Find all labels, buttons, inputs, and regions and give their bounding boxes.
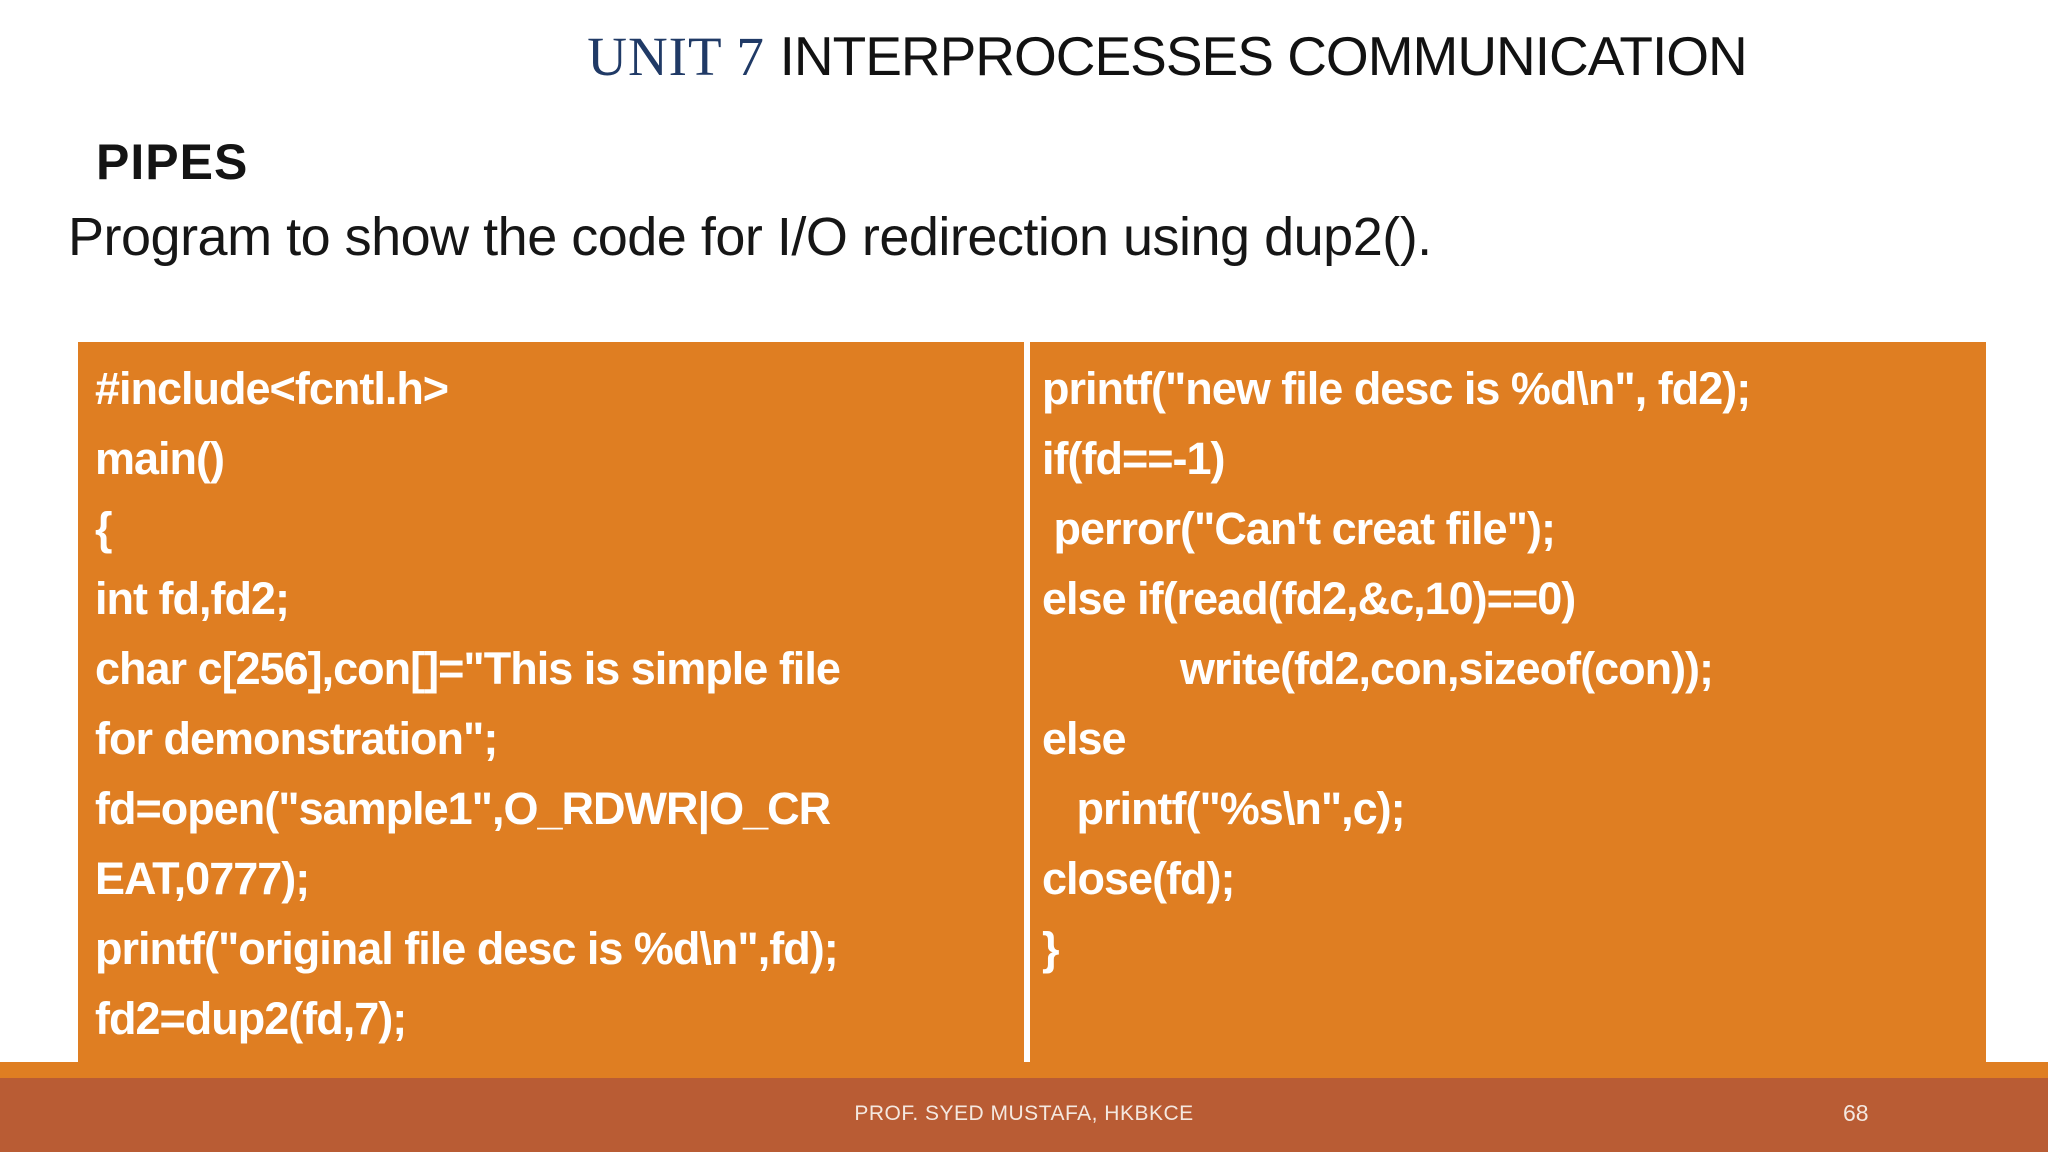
code-line: perror("Can't creat file"); [1042,503,1556,554]
code-line: fd=open("sample1",O_RDWR|O_CR [95,783,831,834]
code-line: printf("original file desc is %d\n",fd); [95,923,839,974]
code-line: printf("%s\n",c); [1042,783,1406,834]
code-line: int fd,fd2; [95,573,290,624]
section-heading: PIPES [96,134,249,190]
slide-title-rest: INTERPROCESSES COMMUNICATION [779,25,1748,87]
page-number: 68 [1843,1100,1869,1126]
footer-credit: PROF. SYED MUSTAFA, HKBKCE [854,1102,1194,1125]
slide-subtitle: Program to show the code for I/O redirec… [68,207,1432,267]
code-line: } [1042,923,1060,974]
code-line: { [95,503,113,554]
code-line: #include<fcntl.h> [95,363,449,414]
code-line: char c[256],con[]="This is simple file [95,643,841,694]
footer-accent-stripe [0,1062,2048,1078]
code-line: printf("new file desc is %d\n", fd2); [1042,363,1751,414]
code-line: else [1042,713,1127,764]
code-line: close(fd); [1042,853,1236,904]
footer-bar [0,1078,2048,1152]
code-line: EAT,0777); [95,853,310,904]
column-divider [1024,342,1030,1071]
code-line: fd2=dup2(fd,7); [95,993,407,1044]
code-line: if(fd==-1) [1042,433,1226,484]
code-column-right: printf("new file desc is %d\n", fd2); if(… [1030,342,1986,1071]
code-column-left: #include<fcntl.h> main() { int fd,fd2; char … [78,342,1024,1071]
code-line: for demonstration"; [95,713,498,764]
code-line: write(fd2,con,sizeof(con)); [1042,643,1714,694]
code-line: main() [95,433,225,484]
code-table: #include<fcntl.h> main() { int fd,fd2; char … [78,342,1986,1078]
slide-title-unit: UNIT 7 [587,26,780,87]
code-line: else if(read(fd2,&c,10)==0) [1042,573,1576,624]
slide-title: UNIT 7 INTERPROCESSES COMMUNICATION [0,25,2048,87]
